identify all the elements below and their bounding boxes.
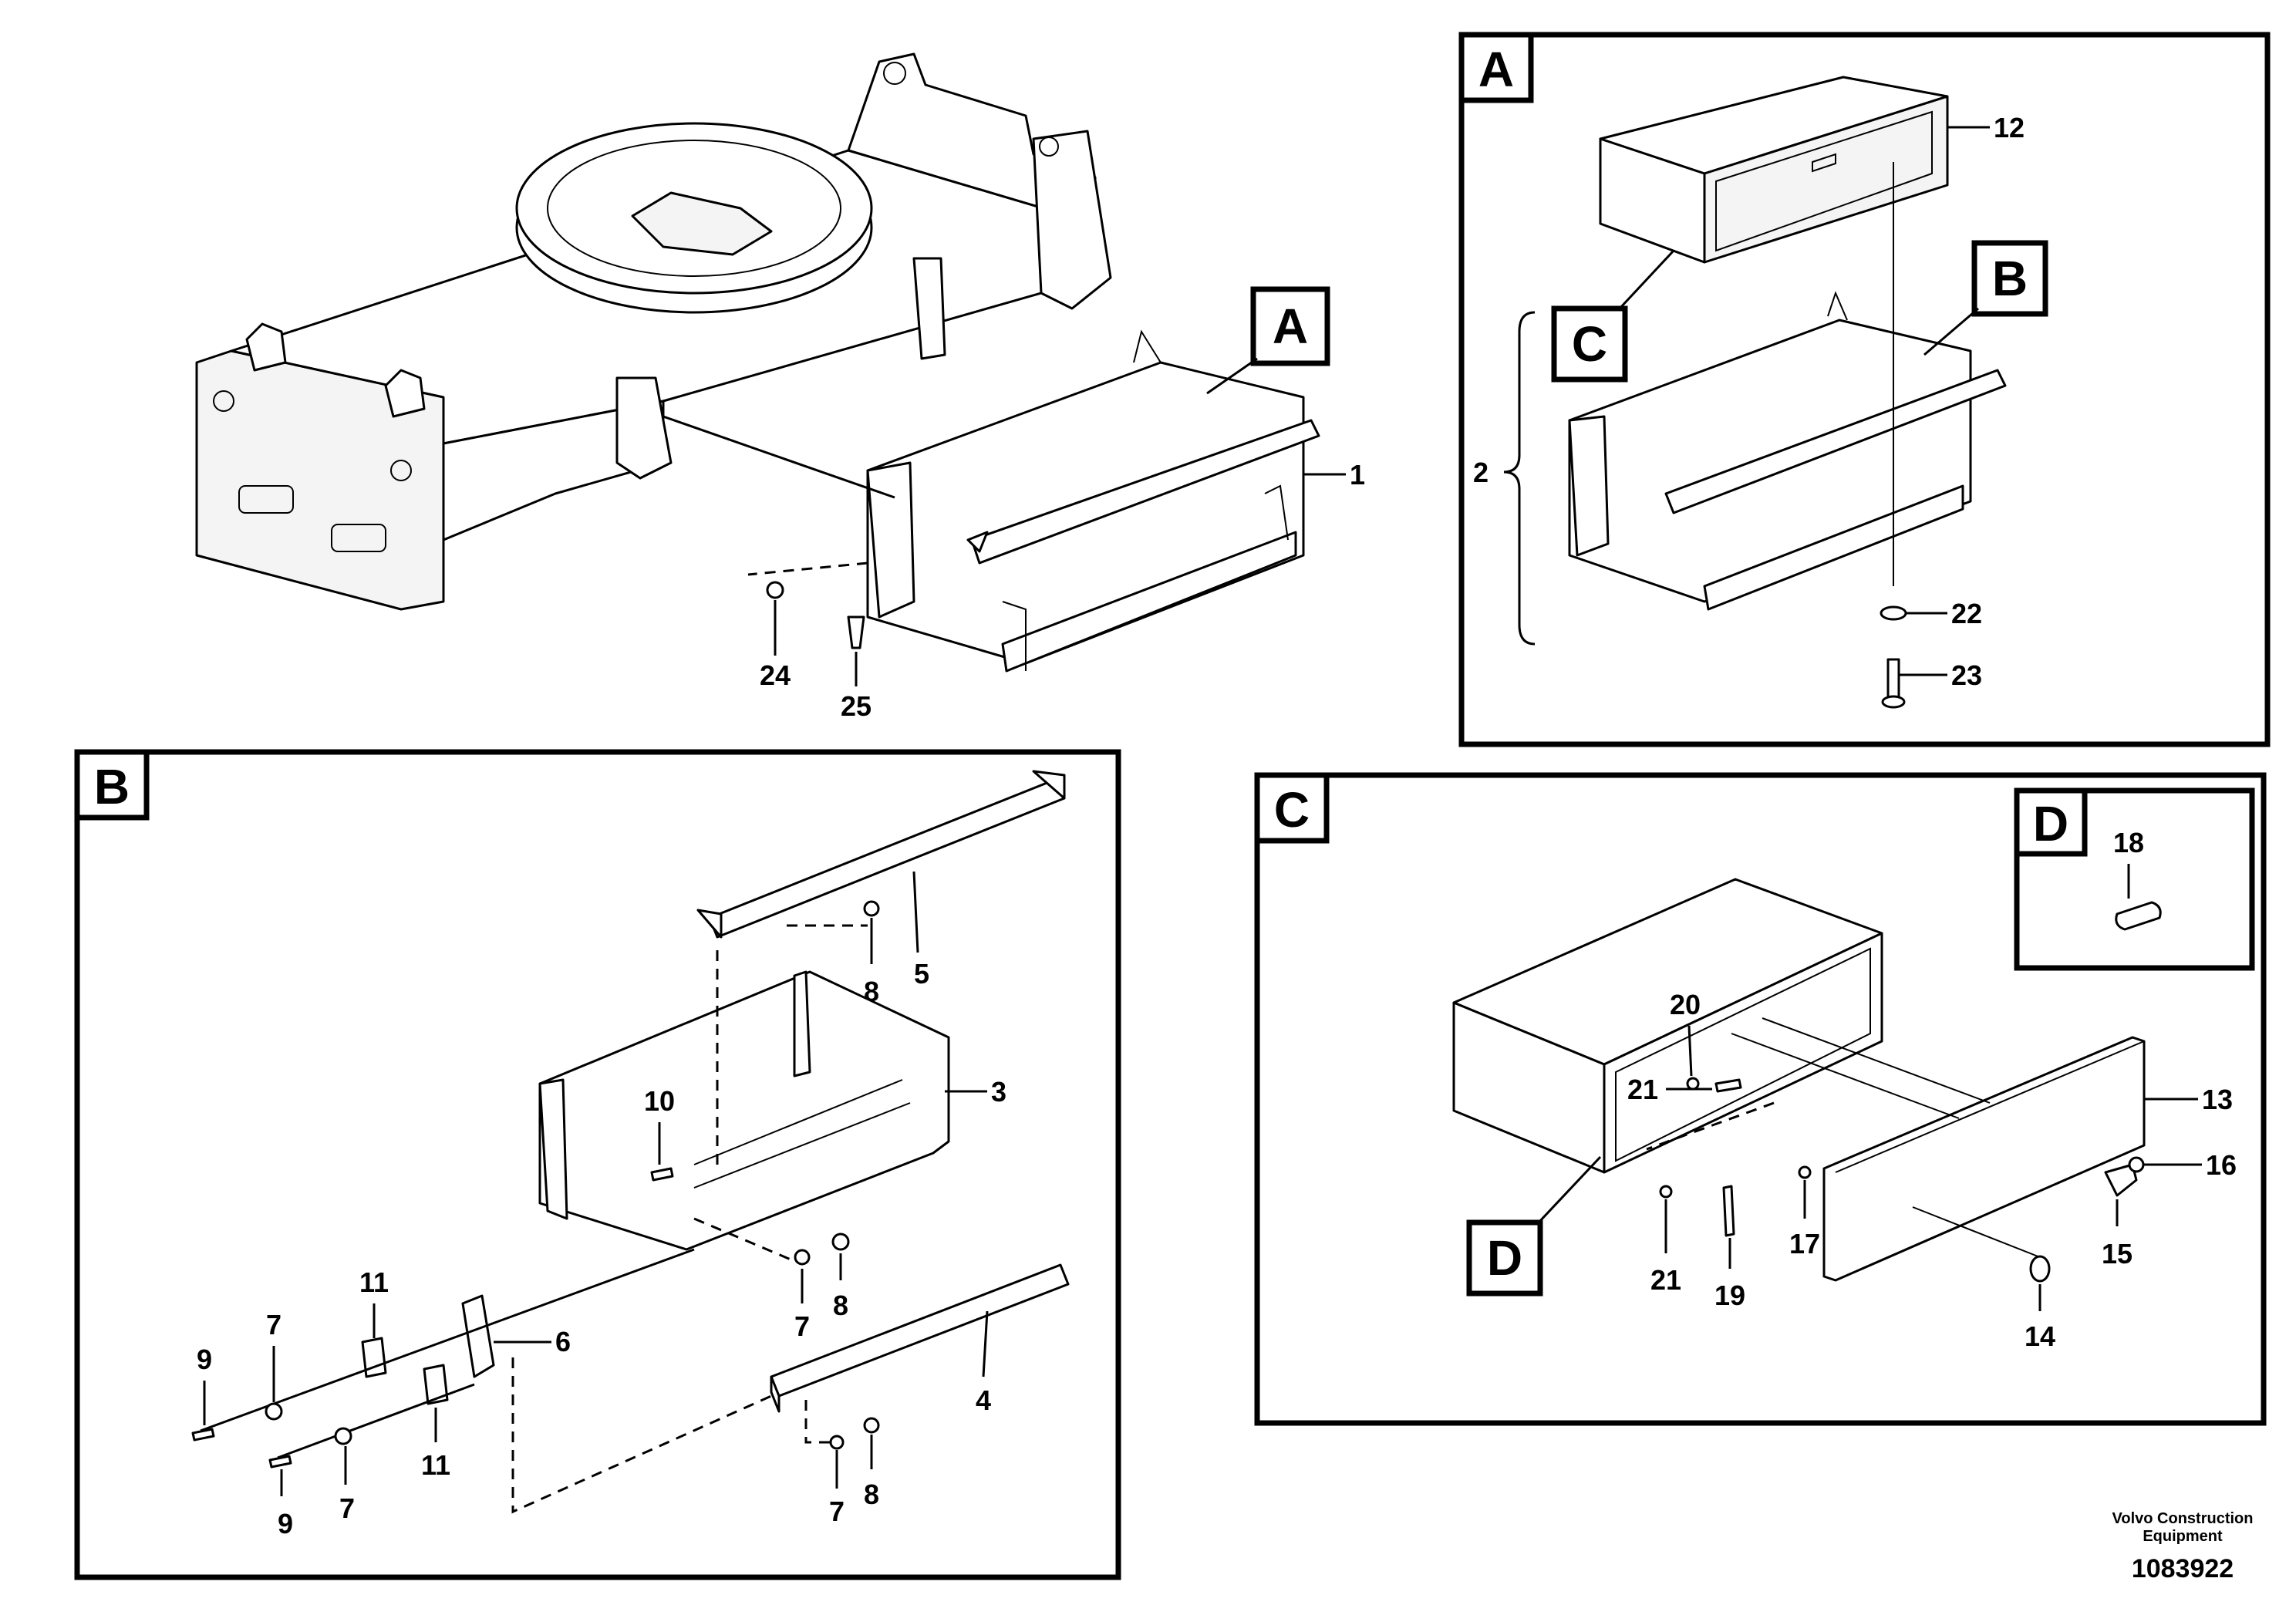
callout-14: 14 xyxy=(2025,1320,2055,1352)
detail-a-frame xyxy=(1458,32,2271,747)
callout-21-a: 21 xyxy=(1627,1074,1658,1105)
view-label-d: D xyxy=(2033,796,2068,851)
callout-21-b: 21 xyxy=(1650,1264,1681,1296)
view-label-a: A xyxy=(1478,42,1514,97)
toolbox-drawing xyxy=(1599,76,1949,264)
callout-7-c: 7 xyxy=(266,1309,282,1340)
lower-step-drawing xyxy=(770,1263,1070,1398)
toolbox-body-drawing xyxy=(1452,878,1883,1174)
bumper-pad-drawing xyxy=(461,1294,495,1378)
callout-16: 16 xyxy=(2206,1149,2237,1181)
callout-25: 25 xyxy=(841,690,872,722)
callout-11-b: 11 xyxy=(421,1449,450,1481)
company-name-line-2: Equipment xyxy=(2143,1528,2223,1545)
pin-18-drawing xyxy=(2115,901,2162,931)
detail-b-frame xyxy=(74,749,1121,1580)
detail-d-frame xyxy=(2014,787,2255,971)
callout-19: 19 xyxy=(1714,1280,1745,1311)
detail-a-steps-drawing xyxy=(1568,291,2007,611)
detail-c-view: C 13 20 21 21 19 17 xyxy=(1254,772,2267,1426)
view-label-b: B xyxy=(94,759,130,814)
detail-tag-d-in-c: D xyxy=(1487,1230,1522,1286)
callout-12: 12 xyxy=(1994,112,2025,143)
callout-3: 3 xyxy=(991,1076,1006,1108)
upper-step-drawing xyxy=(708,777,1066,939)
callout-1: 1 xyxy=(1350,459,1365,491)
callout-5: 5 xyxy=(914,958,929,990)
callout-8-b: 8 xyxy=(833,1290,848,1321)
toolbox-lid-drawing xyxy=(1822,1036,2146,1282)
detail-a-view: A 12 22 23 C B xyxy=(1458,32,2271,747)
detail-tag-a-main xyxy=(1250,286,1330,366)
callout-17: 17 xyxy=(1789,1228,1820,1259)
callout-8-c: 8 xyxy=(864,1479,879,1510)
detail-d-view: D 18 xyxy=(2014,787,2255,971)
main-view: A 1 24 25 xyxy=(195,52,1365,722)
callout-20: 20 xyxy=(1670,989,1701,1020)
callout-15: 15 xyxy=(2102,1238,2132,1270)
callout-7-b: 7 xyxy=(829,1496,845,1527)
detail-c-frame xyxy=(1254,772,2267,1426)
company-name-line-1: Volvo Construction xyxy=(2112,1510,2254,1527)
detail-tag-a-label: A xyxy=(1273,298,1308,354)
step-assembly-drawing xyxy=(866,329,1320,673)
detail-tag-b-in-a: B xyxy=(1992,251,2028,306)
callout-9-a: 9 xyxy=(197,1344,212,1375)
callout-13: 13 xyxy=(2202,1084,2233,1115)
callout-24: 24 xyxy=(760,659,791,691)
callout-23: 23 xyxy=(1951,659,1982,691)
callout-7-a: 7 xyxy=(794,1310,810,1342)
callout-2: 2 xyxy=(1473,457,1489,488)
callout-11-a: 11 xyxy=(359,1266,389,1298)
callout-10: 10 xyxy=(644,1085,675,1117)
callout-7-d: 7 xyxy=(339,1492,355,1524)
callout-9-b: 9 xyxy=(278,1508,293,1539)
detail-tag-c-in-a: C xyxy=(1572,316,1607,372)
view-label-c: C xyxy=(1274,782,1310,838)
callout-18: 18 xyxy=(2113,827,2144,858)
callout-6: 6 xyxy=(555,1326,571,1357)
drawing-number: 1083922 xyxy=(2132,1554,2234,1583)
callout-4: 4 xyxy=(976,1384,991,1416)
step-bracket-drawing xyxy=(538,970,950,1251)
machine-frame-drawing xyxy=(195,52,1112,611)
callout-22: 22 xyxy=(1951,598,1982,629)
detail-b-view: B 5 8 3 10 7 8 xyxy=(74,749,1121,1580)
